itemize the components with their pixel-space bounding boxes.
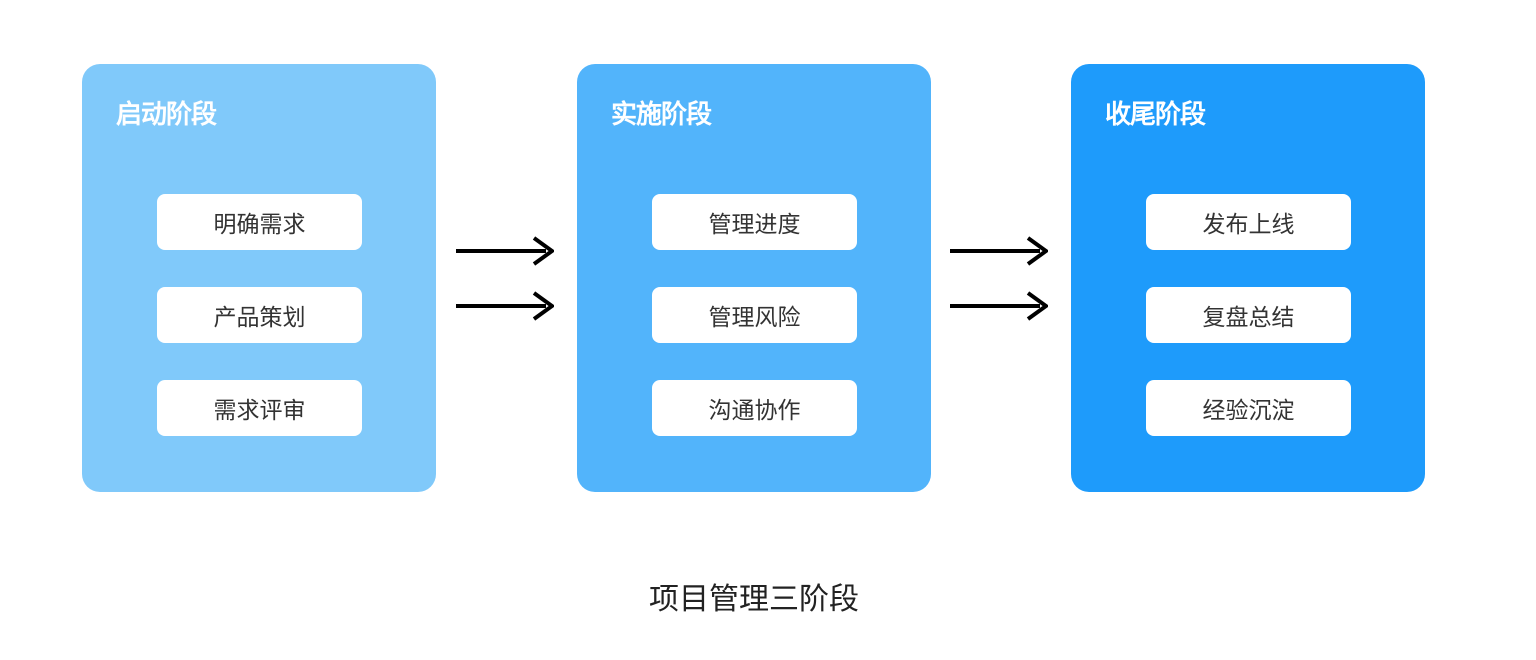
diagram-caption: 项目管理三阶段 xyxy=(649,582,859,617)
stage-title: 启动阶段 xyxy=(116,100,217,130)
stage-title: 收尾阶段 xyxy=(1105,100,1206,130)
stage-start: 启动阶段 明确需求 产品策划 需求评审 xyxy=(82,64,436,492)
task-box: 发布上线 xyxy=(1146,194,1351,250)
stage-closing: 收尾阶段 发布上线 复盘总结 经验沉淀 xyxy=(1071,64,1425,492)
stage-execution: 实施阶段 管理进度 管理风险 沟通协作 xyxy=(577,64,931,492)
task-box: 管理风险 xyxy=(652,287,857,343)
task-box: 沟通协作 xyxy=(652,380,857,436)
right-arrow-icon xyxy=(456,291,554,321)
right-arrow-icon xyxy=(950,236,1048,266)
task-box: 明确需求 xyxy=(157,194,362,250)
task-box: 复盘总结 xyxy=(1146,287,1351,343)
right-arrow-icon xyxy=(950,291,1048,321)
task-box: 产品策划 xyxy=(157,287,362,343)
right-arrow-icon xyxy=(456,236,554,266)
task-box: 经验沉淀 xyxy=(1146,380,1351,436)
stage-title: 实施阶段 xyxy=(611,100,712,130)
task-box: 需求评审 xyxy=(157,380,362,436)
task-box: 管理进度 xyxy=(652,194,857,250)
